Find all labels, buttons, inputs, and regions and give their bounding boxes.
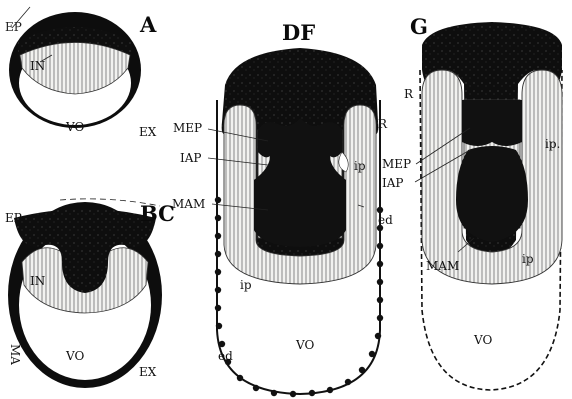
panel-bc-label-ma: MA — [8, 344, 22, 365]
panel-bc-label-ex: EX — [139, 365, 157, 379]
panel-g-label-r: R — [404, 87, 414, 101]
panel-a-label-vo: VO — [65, 120, 84, 134]
panel-bc-label-ep: EP — [5, 211, 22, 225]
panel-a-title: A — [139, 12, 157, 37]
panel-g-label-mep: MEP — [382, 157, 411, 171]
panel-df-label-ed-bottom: ed — [218, 349, 233, 363]
panel-a — [9, 12, 141, 128]
panel-df-label-ip-right: ip — [354, 159, 366, 173]
panel-g-title: G — [410, 14, 428, 39]
panel-df-label-r: R — [378, 117, 388, 131]
panel-a-label-ex: EX — [139, 125, 157, 139]
panel-df-label-vo: VO — [295, 338, 314, 352]
panel-a-label-in: IN — [30, 59, 45, 73]
panel-g-label-ip-right: ip. — [545, 137, 560, 151]
panel-g-label-vo: VO — [473, 333, 492, 347]
panel-df-inner-cavity — [254, 118, 346, 247]
panel-bc-label-in: IN — [30, 274, 45, 288]
panel-a-label-ep: EP — [5, 20, 22, 34]
panel-df-label-ed-right: ed — [378, 213, 393, 227]
panel-bc-title: BC — [140, 201, 175, 226]
panel-df-title: DF — [282, 20, 315, 45]
panel-g-label-ip-bottom: ip — [522, 252, 534, 266]
panel-g-label-mam: MAM — [426, 259, 459, 273]
panel-df-label-ip-bottom: ip — [240, 278, 252, 292]
panel-g-upper-cavity — [462, 100, 522, 146]
panel-bc-label-vo: VO — [65, 349, 84, 363]
panel-df-label-mep: MEP — [173, 121, 202, 135]
panel-g-label-iap: IAP — [382, 176, 403, 190]
panel-df-label-iap: IAP — [180, 151, 201, 165]
panel-g-lower-cavity — [456, 146, 528, 242]
panel-df-label-mam: MAM — [172, 197, 205, 211]
panel-bc — [8, 202, 162, 388]
